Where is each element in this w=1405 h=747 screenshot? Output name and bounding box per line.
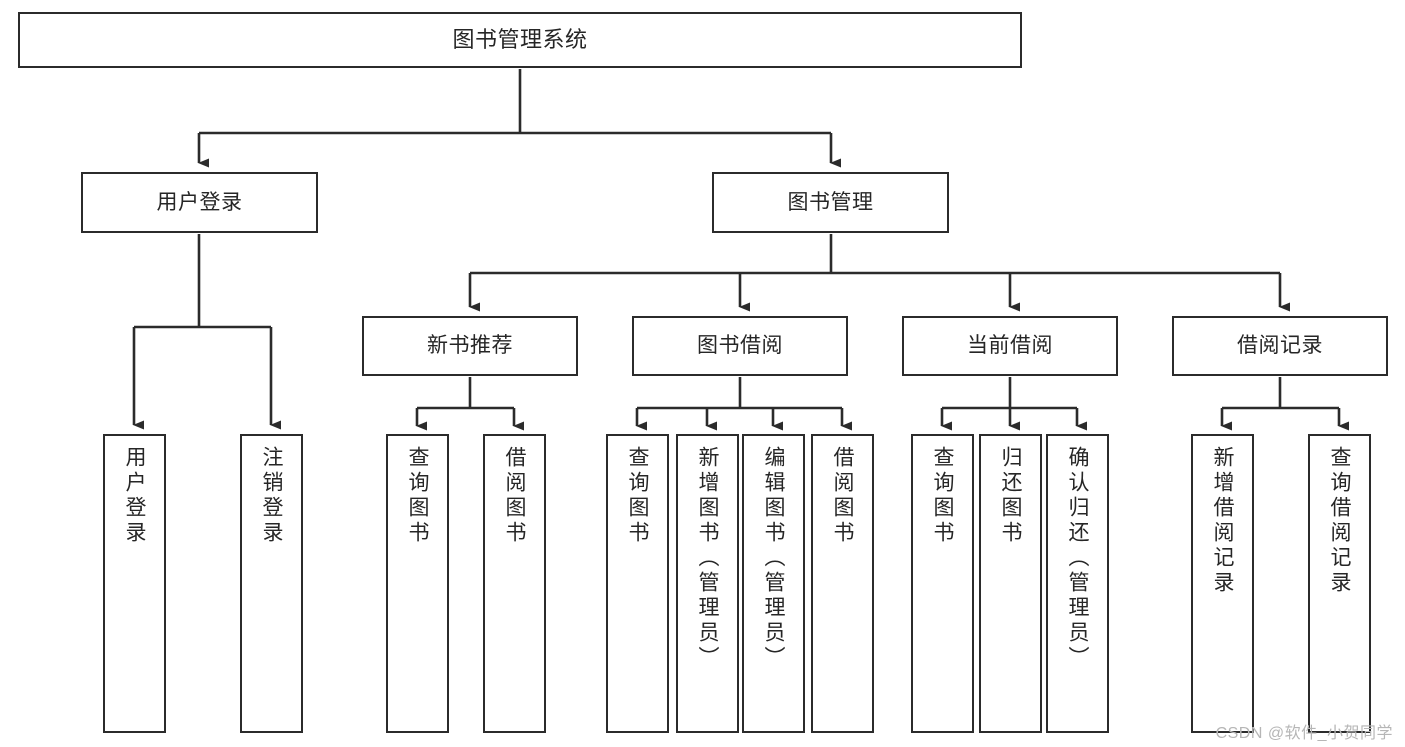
node-label: 新增图书（管理员）	[696, 446, 719, 671]
leaf-add-book-admin[interactable]: 新增图书（管理员）	[676, 434, 739, 733]
connector-borrow-to-leaves	[635, 377, 852, 431]
node-label: 编辑图书（管理员）	[762, 446, 785, 671]
leaf-user-login[interactable]: 用户登录	[103, 434, 166, 733]
connector-bookmgmt-to-level3	[468, 234, 1290, 312]
leaf-edit-book-admin[interactable]: 编辑图书（管理员）	[742, 434, 805, 733]
node-label: 新书推荐	[427, 334, 513, 358]
node-borrow-record[interactable]: 借阅记录	[1172, 316, 1388, 376]
node-label: 归还图书	[999, 446, 1022, 546]
node-label: 图书管理	[787, 190, 874, 214]
leaf-return-book[interactable]: 归还图书	[979, 434, 1042, 733]
connector-record-to-leaves	[1220, 377, 1349, 431]
leaf-borrow-book-recommend[interactable]: 借阅图书	[483, 434, 546, 733]
connector-current-to-leaves	[940, 377, 1087, 431]
watermark-text: CSDN @软件_小贺同学	[1215, 725, 1393, 742]
node-book-management[interactable]: 图书管理	[712, 172, 949, 233]
connector-root-to-level2	[197, 69, 841, 168]
node-label: 查询图书	[626, 446, 649, 546]
node-book-borrow[interactable]: 图书借阅	[632, 316, 848, 376]
node-current-borrow[interactable]: 当前借阅	[902, 316, 1118, 376]
node-label: 新增借阅记录	[1211, 446, 1234, 596]
node-label: 借阅图书	[831, 446, 854, 546]
leaf-confirm-return-admin[interactable]: 确认归还（管理员）	[1046, 434, 1109, 733]
node-label: 查询图书	[931, 446, 954, 546]
node-label: 注销登录	[260, 446, 283, 546]
leaf-query-book-borrow[interactable]: 查询图书	[606, 434, 669, 733]
leaf-query-book-recommend[interactable]: 查询图书	[386, 434, 449, 733]
leaf-borrow-book[interactable]: 借阅图书	[811, 434, 874, 733]
leaf-add-borrow-record[interactable]: 新增借阅记录	[1191, 434, 1254, 733]
connector-userlogin-to-leaves	[132, 234, 281, 430]
node-user-login[interactable]: 用户登录	[81, 172, 318, 233]
node-label: 图书管理系统	[452, 26, 588, 52]
node-label: 用户登录	[123, 446, 146, 546]
node-label: 当前借阅	[967, 334, 1053, 358]
node-label: 确认归还（管理员）	[1066, 446, 1089, 671]
leaf-query-borrow-record[interactable]: 查询借阅记录	[1308, 434, 1371, 733]
node-label: 查询图书	[406, 446, 429, 546]
node-label: 查询借阅记录	[1328, 446, 1351, 596]
node-label: 借阅记录	[1237, 334, 1323, 358]
leaf-logout[interactable]: 注销登录	[240, 434, 303, 733]
node-label: 图书借阅	[697, 334, 783, 358]
node-label: 借阅图书	[503, 446, 526, 546]
node-root-library-system[interactable]: 图书管理系统	[18, 12, 1022, 68]
node-label: 用户登录	[156, 190, 243, 214]
node-new-book-recommend[interactable]: 新书推荐	[362, 316, 578, 376]
leaf-query-book-current[interactable]: 查询图书	[911, 434, 974, 733]
connector-newbook-to-leaves	[415, 377, 524, 431]
